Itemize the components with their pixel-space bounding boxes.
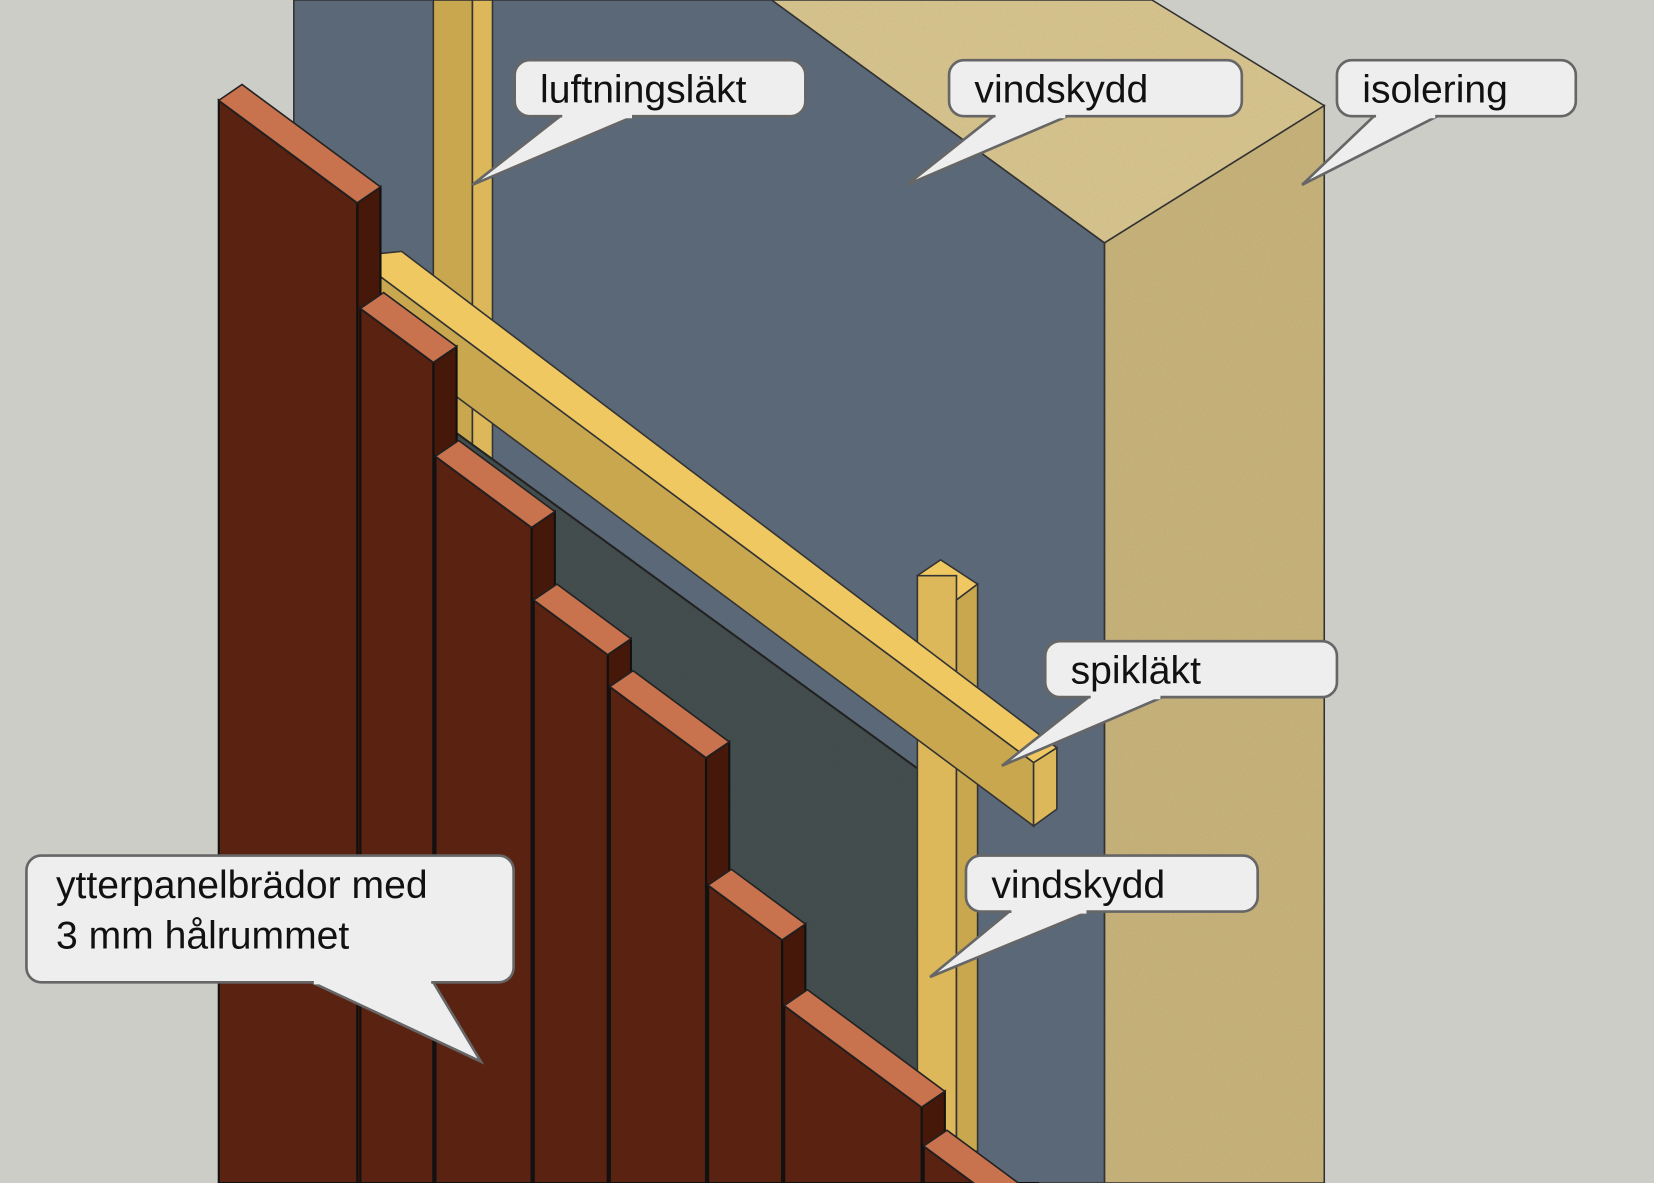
callout-label: luftningsläkt [540,68,747,111]
callouts: luftningsläkt vindskydd isolering spikläkt v… [25,58,1578,1065]
callout-spiklakt: spikläkt [1001,639,1339,767]
callout-label: spikläkt [1071,649,1201,692]
cladding-board [782,988,947,1183]
callout-ytterpanel: ytterpanelbrädor med 3 mm hålrummet [25,854,515,1065]
cladding-board [922,1129,1039,1183]
cladding-board [217,83,382,1183]
callout-label: ytterpanelbrädor med [56,864,428,907]
callout-label: vindskydd [974,68,1148,111]
callout-label: 3 mm hålrummet [56,915,349,958]
callout-vindskydd-top: vindskydd [905,58,1244,187]
callout-label: isolering [1362,68,1508,111]
callout-isolering: isolering [1301,58,1578,187]
callout-vindskydd-bottom: vindskydd [929,854,1259,979]
callout-luftningslakt: luftningsläkt [471,58,807,187]
callout-label: vindskydd [991,864,1165,907]
